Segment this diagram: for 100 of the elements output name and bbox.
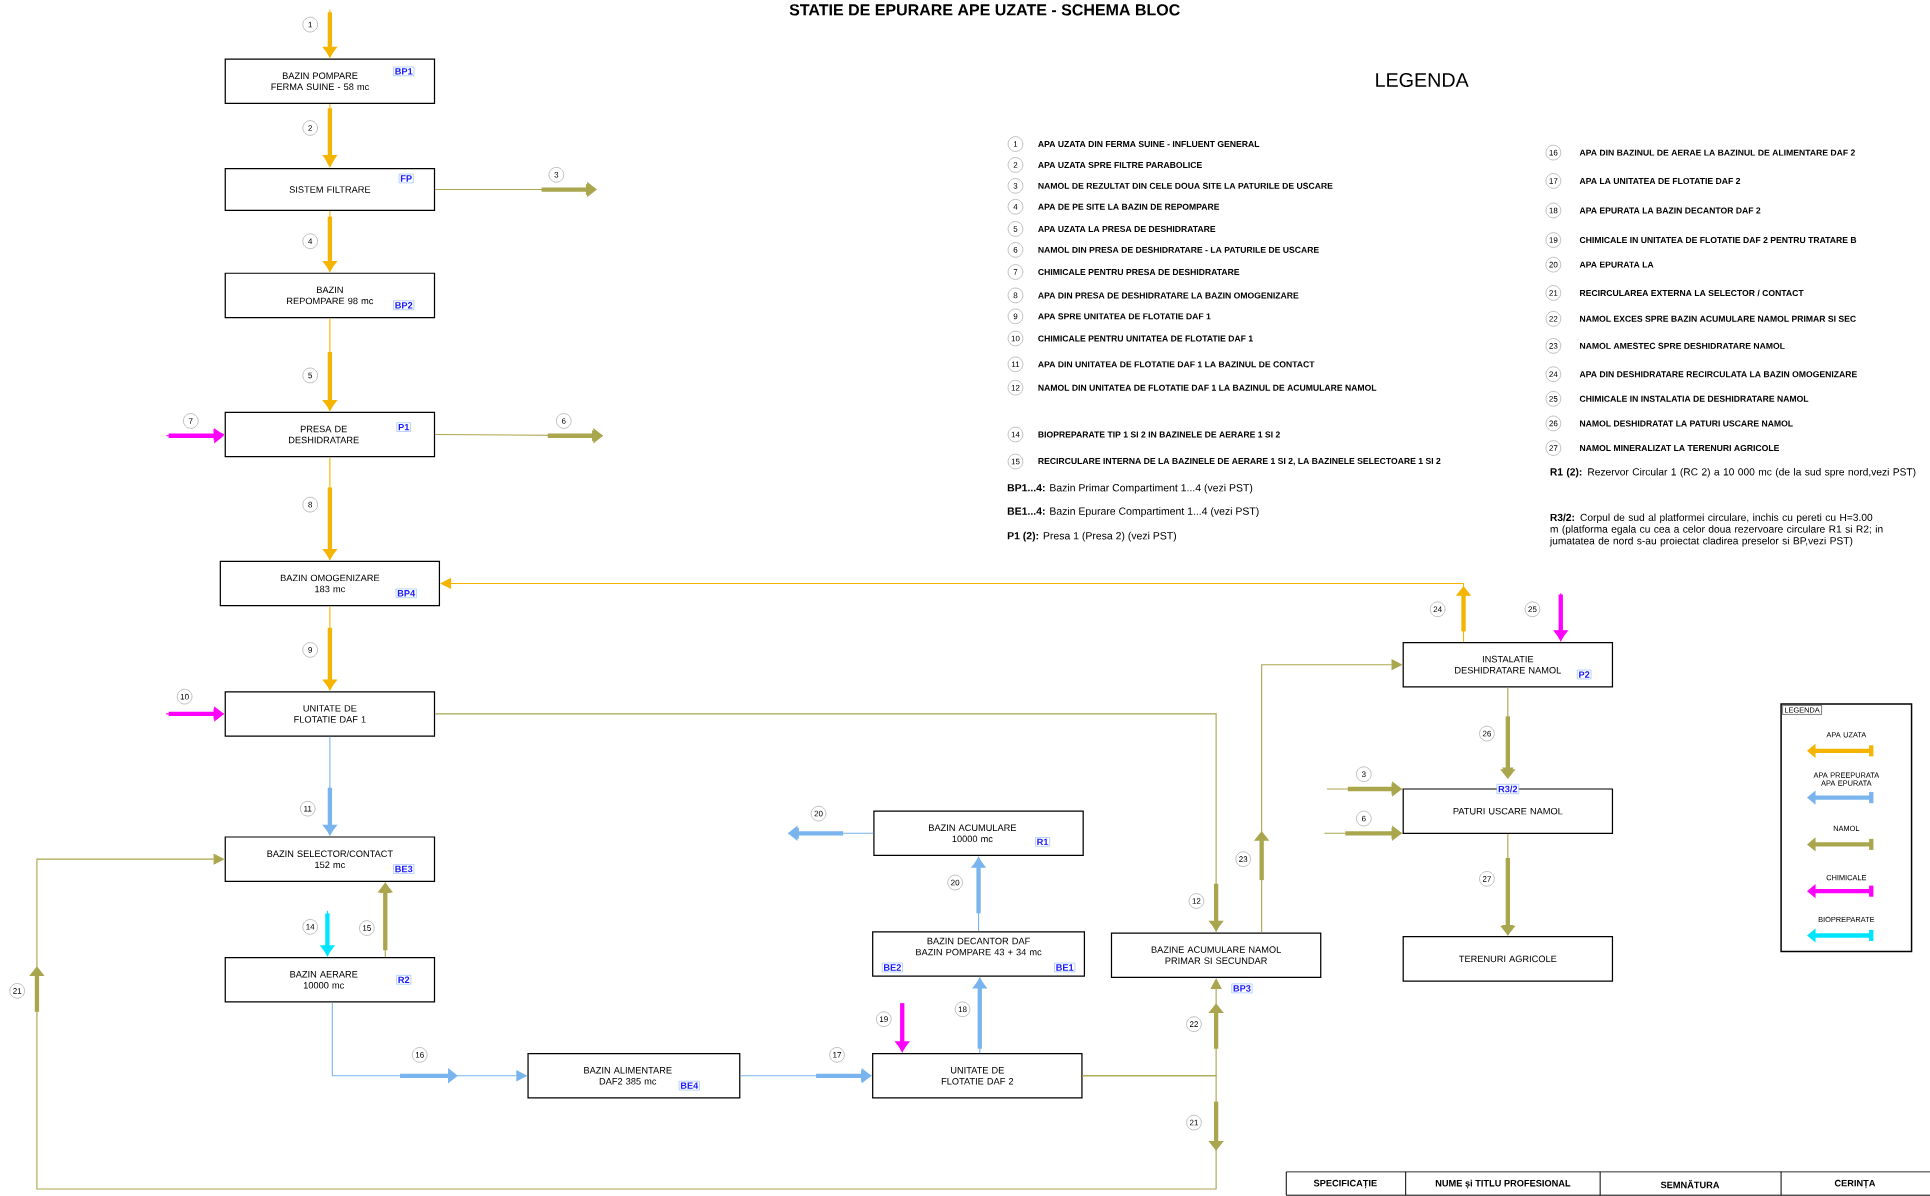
callout-number: 8 — [1007, 287, 1024, 303]
process-box: UNITATE DE FLOTATIE DAF 1 — [224, 690, 436, 737]
edge-label: 11 — [300, 800, 316, 817]
edge-label: 23 — [1235, 851, 1251, 867]
arrow — [29, 853, 1224, 1190]
process-box: BAZIN OMOGENIZARE 183 mc BP4 — [219, 560, 441, 606]
callout-number: 26 — [1545, 415, 1561, 431]
edge-label: 20 — [810, 805, 827, 822]
process-box: PRESA DE DESHIDRATARE P1 — [224, 411, 436, 458]
callout-number: 4 — [1007, 198, 1024, 215]
table-header-cell: NUME și TITLU PROFESIONAL — [1435, 1179, 1571, 1189]
process-box: BAZINE ACUMULARE NAMOL PRIMAR SI SECUNDAR BP3 — [1110, 932, 1322, 993]
edge-label: 24 — [1430, 601, 1446, 617]
code-tag: R1 — [1035, 837, 1050, 847]
code-tag: BE2 — [881, 962, 903, 972]
legend-text: APA UZATA SPRE FILTRE PARABOLICE — [1038, 161, 1202, 168]
process-box: BAZIN DECANTOR DAF BAZIN POMPARE 43 + 34 mc BE2 BE1 — [872, 930, 1086, 977]
legend-text: APA UZATA LA PRESA DE DESHIDRATARE — [1038, 225, 1216, 232]
legend-text: NAMOL DESHIDRATAT LA PATURI USCARE NAMOL — [1580, 420, 1793, 427]
edge-label: 14 — [302, 919, 318, 935]
callout-number: 3 — [1007, 178, 1024, 194]
legend-text: APA DIN BAZINUL DE AERAE LA BAZINUL DE ALIMENTARE DAF 2 — [1579, 149, 1855, 156]
code-tag: BP2 — [393, 300, 415, 310]
code-tag: R3/2 — [1496, 783, 1520, 794]
legend-text: NAMOL DIN PRESA DE DESHIDRATARE - LA PATURILE DE USCARE — [1038, 246, 1319, 253]
legend-text: NAMOL AMESTEC SPRE DESHIDRATARE NAMOL — [1580, 342, 1785, 349]
callout-number: 17 — [1545, 173, 1561, 189]
legend-text: CHIMICALE PENTRU PRESA DE DESHIDRATARE — [1038, 268, 1240, 275]
process-box: INSTALATIE DESHIDRATARE NAMOL P2 — [1402, 641, 1614, 688]
callout-number: 6 — [1007, 242, 1024, 258]
edge-label: 26 — [1479, 725, 1495, 742]
legend-text: APA EPURATA LA — [1579, 261, 1654, 268]
legend-text: APA UZATA DIN FERMA SUINE - INFLUENT GENERAL — [1038, 140, 1260, 147]
title: STATIE DE EPURARE APE UZATE - SCHEMA BLOC — [789, 4, 1180, 16]
edge-label: 7 — [183, 413, 199, 429]
callout-number: 12 — [1007, 379, 1024, 396]
legend-text: NAMOL DIN UNITATEA DE FLOTATIE DAF 1 LA BAZINUL DE ACUMULARE NAMOL — [1038, 384, 1377, 391]
legend-text: APA SPRE UNITATEA DE FLOTATIE DAF 1 — [1038, 313, 1211, 320]
note: BP1...4: Bazin Primar Compartiment 1...4 (vezi PST) — [1007, 483, 1253, 494]
edge-label: 21 — [1186, 1114, 1202, 1130]
callout-number: 25 — [1545, 390, 1561, 407]
callout-number: 22 — [1545, 310, 1561, 327]
callout-number: 15 — [1007, 453, 1024, 469]
edge-label: 3 — [548, 166, 564, 183]
legend-text: APA EPURATA LA BAZIN DECANTOR DAF 2 — [1579, 207, 1761, 214]
table-header-cell: SEMNĂTURA — [1660, 1179, 1720, 1189]
code-tag: P2 — [1577, 669, 1592, 680]
note: R3/2: Corpul de sud al platformei circulare, inchis cu pereti cu H=3.00 m (platforma egala cu cea a celor doua rezervoare circulare R1 si R2; in jumatatea de nord s-au proiectat cladirea preselor si BP,vezi PST) — [1549, 513, 1883, 547]
note: BE1...4: Bazin Epurare Compartiment 1...4 (vezi PST) — [1007, 506, 1259, 517]
edge-label: 25 — [1524, 601, 1541, 617]
callout-number: 7 — [1007, 264, 1024, 280]
callout-number: 27 — [1545, 440, 1561, 456]
callout-number: 5 — [1007, 221, 1024, 237]
legend-text: APA DE PE SITE LA BAZIN DE REPOMPARE — [1038, 203, 1220, 210]
legend-text: NAMOL MINERALIZAT LA TERENURI AGRICOLE — [1580, 444, 1780, 451]
callout-number: 21 — [1545, 285, 1561, 301]
legend-text: BIOPREPARATE TIP 1 SI 2 IN BAZINELE DE AERARE 1 SI 2 — [1038, 431, 1280, 438]
callout-number: 10 — [1007, 330, 1024, 346]
process-box: TERENURI AGRICOLE — [1402, 935, 1614, 982]
callout-number: 24 — [1545, 366, 1561, 382]
callout-number: 20 — [1545, 256, 1561, 273]
edge-label: 16 — [412, 1047, 428, 1063]
legend-heading: LEGENDA — [1376, 72, 1469, 87]
callout-number: 14 — [1007, 426, 1024, 442]
code-tag: BP3 — [1231, 983, 1253, 993]
callout-number: 2 — [1007, 157, 1024, 173]
edge-label: 9 — [302, 642, 318, 658]
callout-number: 23 — [1545, 338, 1561, 354]
code-tag: FP — [398, 173, 414, 183]
callout-number: 16 — [1545, 144, 1561, 161]
process-box: BAZIN ACUMULARE 10000 mc R1 — [873, 810, 1084, 856]
edge-label: 5 — [302, 367, 318, 383]
edge-label: 22 — [1186, 1016, 1202, 1032]
process-box: R3/2 PATURI USCARE NAMOL — [1402, 783, 1614, 834]
edge-label: 20 — [947, 874, 963, 890]
note: P1 (2): Presa 1 (Presa 2) (vezi PST) — [1007, 531, 1176, 542]
legend-text: NAMOL EXCES SPRE BAZIN ACUMULARE NAMOL PRIMAR SI SEC — [1580, 315, 1856, 322]
callout-number: 18 — [1545, 202, 1561, 218]
legend-text: CHIMICALE IN INSTALATIA DE DESHIDRATARE NAMOL — [1579, 395, 1809, 402]
legend-text: CHIMICALE PENTRU UNITATEA DE FLOTATIE DAF 1 — [1038, 335, 1253, 342]
process-box: BAZIN REPOMPARE 98 mc BP2 — [224, 272, 436, 318]
edge-label: 27 — [1479, 871, 1495, 887]
edge-label: 3 — [1356, 766, 1372, 782]
edge-label: 18 — [954, 1001, 971, 1017]
process-box: BAZIN ALIMENTARE DAF2 385 mc BE4 — [527, 1052, 741, 1099]
legend-text: RECIRCULARE INTERNA DE LA BAZINELE DE AERARE 1 SI 2, LA BAZINELE SELECTOARE 1 SI 2 — [1038, 457, 1441, 466]
note: R1 (2): Rezervor Circular 1 (RC 2) a 10 000 mc (de la sud spre nord,vezi PST) — [1550, 467, 1916, 478]
legend-text: APA DIN UNITATEA DE FLOTATIE DAF 1 LA BAZINUL DE CONTACT — [1038, 361, 1315, 368]
legend-text: NAMOL DE REZULTAT DIN CELE DOUA SITE LA PATURILE DE USCARE — [1038, 182, 1333, 189]
edge-label: 6 — [1356, 810, 1372, 826]
edge-label: 19 — [876, 1011, 892, 1027]
callout-number: 21 — [9, 983, 25, 999]
callout-number: 1 — [1007, 136, 1024, 152]
edge-label: 12 — [1188, 893, 1205, 909]
code-tag: BP1 — [393, 66, 415, 76]
edge-label: 8 — [302, 496, 318, 513]
code-tag: R2 — [396, 974, 412, 985]
process-box: UNITATE DE FLOTATIE DAF 2 — [872, 1052, 1083, 1099]
code-tag: BE1 — [1054, 962, 1076, 972]
edge-label: 17 — [829, 1047, 845, 1063]
